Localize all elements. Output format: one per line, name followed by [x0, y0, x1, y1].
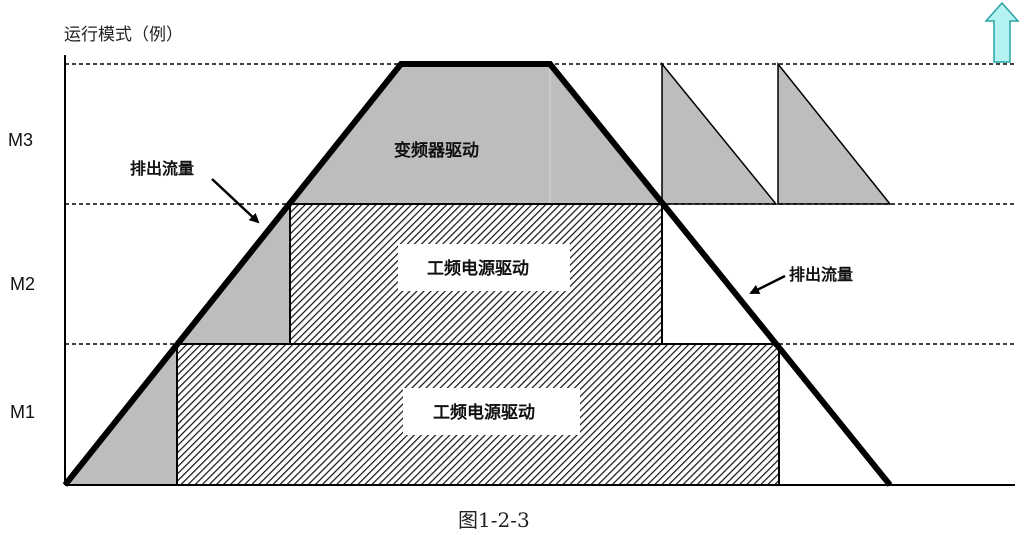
label-box-m2	[398, 244, 570, 291]
discharge-flow-profile	[62, 61, 893, 487]
inverter-drive-label: 变频器驱动	[394, 140, 479, 161]
diagram-title: 运行模式（例）	[64, 25, 183, 45]
mode-label-m1: M1	[10, 402, 35, 422]
mode-label-m3: M3	[8, 130, 33, 150]
gray-triangle-2	[777, 61, 892, 205]
mode-label-m2: M2	[10, 274, 35, 294]
label-box-m1	[403, 388, 580, 435]
up-arrow-icon	[984, 1, 1020, 63]
mains-drive-label-m1: 工频电源驱动	[433, 402, 535, 423]
mains-drive-label-m2: 工频电源驱动	[427, 258, 529, 279]
discharge-flow-callout-right: 排出流量	[789, 265, 853, 284]
figure-caption: 图1-2-3	[458, 508, 530, 532]
discharge-flow-callout-left: 排出流量	[130, 159, 194, 178]
callout-arrow-right	[749, 274, 786, 295]
gray-triangle-1	[661, 61, 778, 205]
callout-arrow-left	[211, 178, 260, 224]
gray-trapezoid-m3	[290, 64, 662, 204]
